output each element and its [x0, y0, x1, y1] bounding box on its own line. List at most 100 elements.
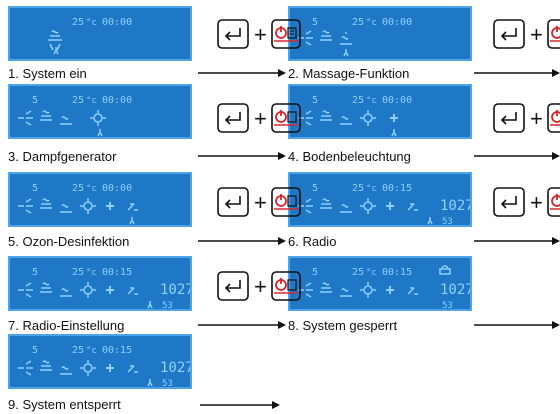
floor-light-icon — [106, 286, 114, 294]
sauna-icon — [60, 288, 72, 297]
massage-jets-icon — [18, 360, 33, 376]
power-menu-icon — [271, 187, 301, 217]
button-combo-5: + — [217, 187, 301, 217]
display-panel-2: 5 25 °c 00:00 — [288, 6, 472, 61]
lcd-mode: 5 — [312, 183, 318, 194]
steam-icon — [320, 198, 332, 209]
ozone-icon — [127, 365, 138, 373]
step-caption-8: 8. System gesperrt — [288, 318, 398, 333]
floor-light-icon — [386, 202, 394, 210]
steam-icon — [40, 282, 52, 293]
massage-jets-icon — [298, 30, 313, 46]
steam-icon — [320, 110, 332, 121]
lcd-unit: °c — [86, 18, 97, 28]
person-icon — [391, 129, 397, 137]
plus-sign: + — [254, 106, 267, 131]
person-icon — [427, 217, 433, 225]
enter-return-icon — [217, 187, 249, 217]
sun-light-icon — [83, 363, 93, 373]
lcd-mode: 5 — [32, 95, 38, 106]
massage-jets-icon — [18, 198, 33, 214]
lcd-unit: °c — [86, 346, 97, 356]
floor-light-icon — [106, 364, 114, 372]
display-panel-3: 5 25 °c 00:00 — [8, 84, 192, 139]
lcd-unit: °c — [86, 96, 97, 106]
step-caption-9: 9. System entsperrt — [8, 397, 121, 412]
arrow-1 — [198, 69, 286, 77]
power-menu-icon — [271, 103, 301, 133]
floor-light-icon — [390, 114, 398, 122]
person-icon — [53, 47, 59, 55]
lcd-temp: 25 — [72, 183, 84, 194]
lcd-volume: 53 — [162, 379, 173, 389]
lcd-radio-frequency: 1027 — [160, 282, 192, 298]
plus-sign: + — [530, 106, 543, 131]
enter-return-icon — [217, 19, 249, 49]
arrow-9 — [200, 401, 280, 409]
lcd-unit: °c — [86, 268, 97, 278]
display-panel-9: 5 25 °c 00:15 1027 53 — [8, 334, 192, 389]
floor-light-icon — [386, 286, 394, 294]
display-panel-5: 5 25 °c 00:00 — [8, 172, 192, 227]
sun-light-icon — [363, 285, 373, 295]
person-icon — [147, 301, 153, 309]
step-caption-1: 1. System ein — [8, 66, 87, 81]
button-combo-6: + — [493, 187, 560, 217]
lcd-temp: 25 — [72, 345, 84, 356]
ozone-icon — [127, 287, 138, 295]
lcd-time: 00:15 — [102, 267, 132, 278]
step-caption-5: 5. Ozon-Desinfektion — [8, 234, 130, 249]
ozone-icon — [127, 203, 138, 211]
plus-sign: + — [254, 190, 267, 215]
sauna-icon — [60, 204, 72, 213]
plus-sign: + — [530, 190, 543, 215]
lcd-temp: 25 — [352, 183, 364, 194]
lcd-mode: 5 — [32, 345, 38, 356]
lcd-time: 00:00 — [102, 17, 132, 28]
lcd-mode: 5 — [32, 267, 38, 278]
lcd-time: 00:15 — [382, 183, 412, 194]
sauna-icon — [340, 288, 352, 297]
lcd-temp: 25 — [72, 17, 84, 28]
plus-sign: + — [254, 22, 267, 47]
sauna-icon — [340, 32, 352, 45]
lcd-time: 00:00 — [102, 95, 132, 106]
lock-icon — [439, 265, 451, 275]
lcd-temp: 25 — [72, 267, 84, 278]
enter-return-icon — [217, 103, 249, 133]
power-menu-icon — [547, 187, 560, 217]
steam-icon — [48, 30, 62, 51]
step-caption-4: 4. Bodenbeleuchtung — [288, 149, 411, 164]
display-panel-1: 25 °c 00:00 — [8, 6, 192, 61]
sun-light-icon — [83, 201, 93, 211]
lcd-unit: °c — [366, 184, 377, 194]
person-icon — [129, 217, 135, 225]
arrow-5 — [198, 237, 286, 245]
steam-icon — [40, 110, 52, 121]
plus-sign: + — [530, 22, 543, 47]
person-icon — [97, 129, 103, 137]
lcd-temp: 25 — [352, 17, 364, 28]
sauna-icon — [60, 366, 72, 375]
power-menu-icon — [547, 19, 560, 49]
plus-sign: + — [254, 274, 267, 299]
lcd-mode: 5 — [312, 17, 318, 28]
ozone-icon — [407, 203, 418, 211]
steam-icon — [40, 198, 52, 209]
sun-light-icon — [93, 113, 103, 123]
display-panel-8: 5 25 °c 00:15 1027 53 — [288, 256, 472, 311]
lcd-volume: 53 — [162, 301, 173, 311]
arrow-8 — [474, 321, 560, 329]
button-combo-4: + — [493, 103, 560, 133]
enter-return-icon — [493, 187, 525, 217]
steam-icon — [40, 360, 52, 371]
lcd-mode: 5 — [312, 267, 318, 278]
lcd-radio-frequency: 1027 — [440, 282, 472, 298]
lcd-unit: °c — [86, 184, 97, 194]
display-panel-4: 5 25 °c 00:00 — [288, 84, 472, 139]
floor-light-icon — [106, 202, 114, 210]
step-caption-3: 3. Dampfgenerator — [8, 149, 117, 164]
steam-icon — [320, 30, 332, 41]
display-panel-6: 5 25 °c 00:15 1027 53 — [288, 172, 472, 227]
power-menu-icon — [271, 19, 301, 49]
